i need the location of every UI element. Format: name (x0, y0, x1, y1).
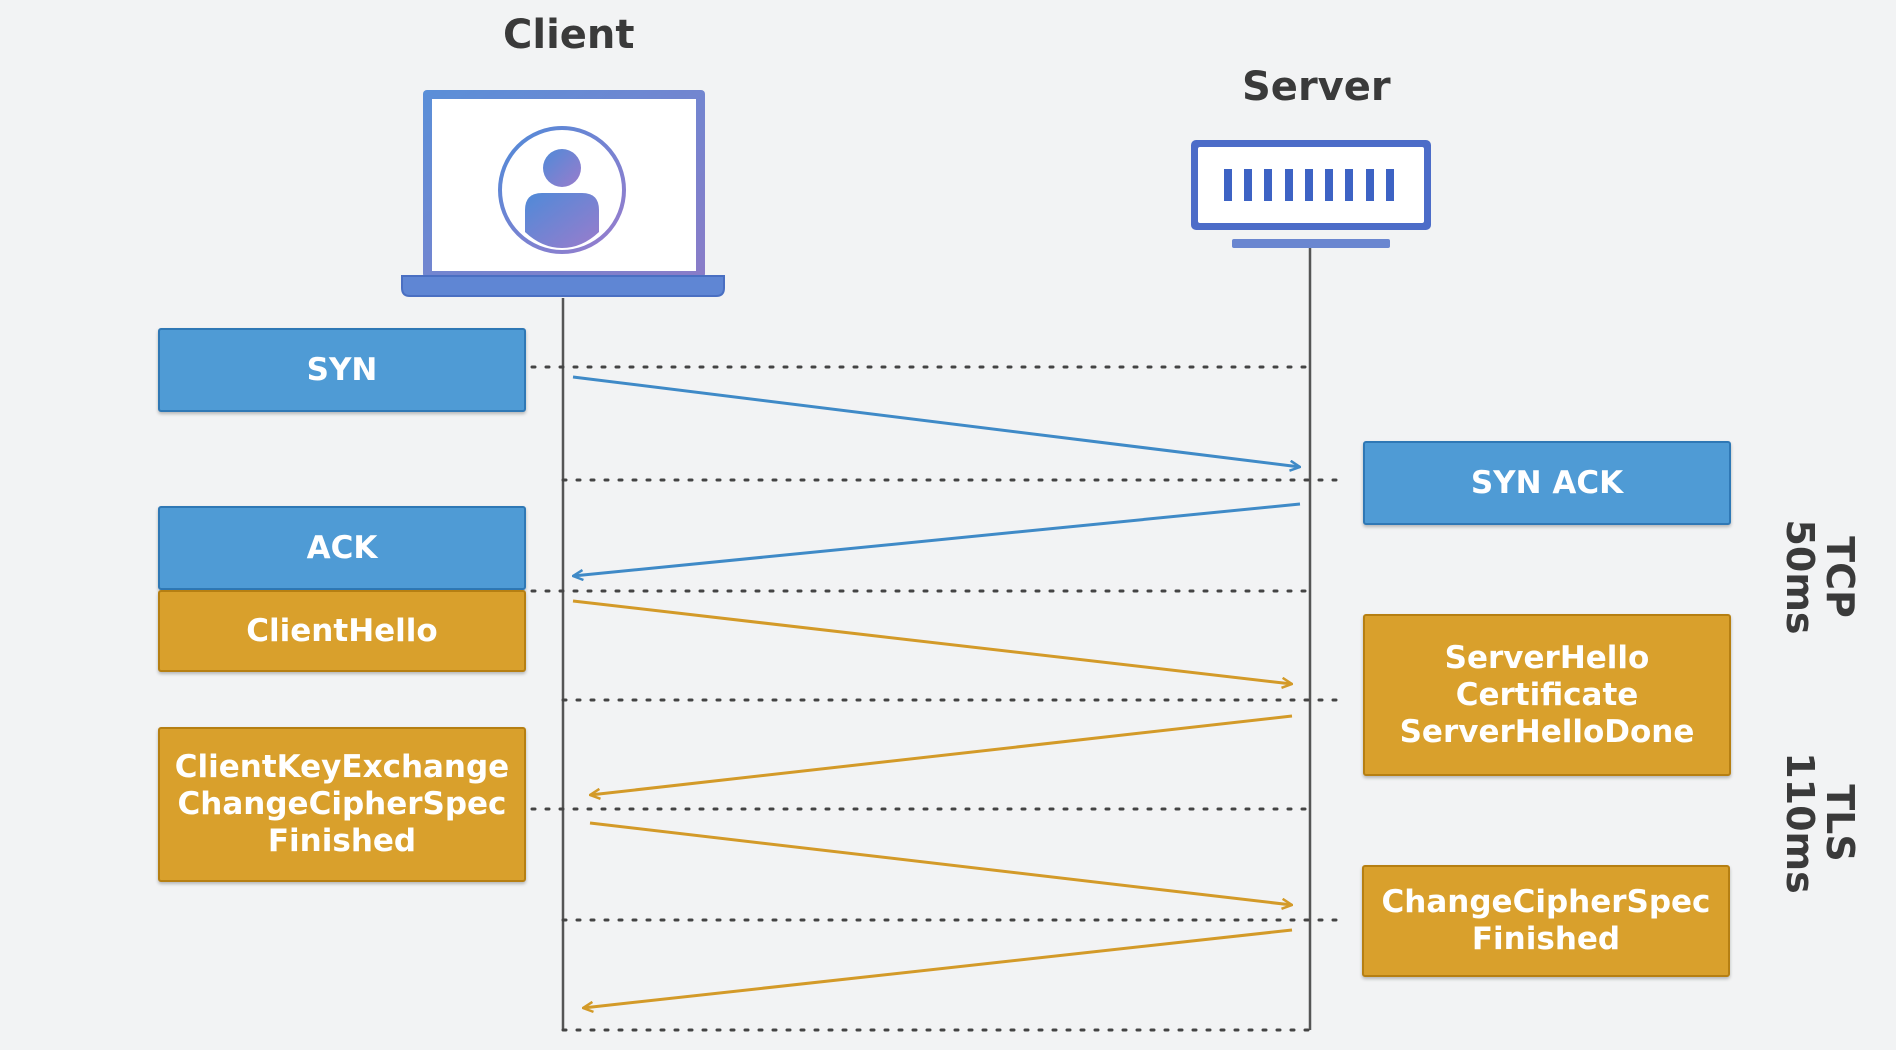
server-finished-label: ChangeCipherSpec Finished (1381, 884, 1711, 957)
client-key-exchange-label: ClientKeyExchange ChangeCipherSpec Finis… (174, 749, 510, 859)
ack-box: ACK (158, 506, 526, 590)
syn-arrow (572, 375, 1300, 467)
client-title: Client (503, 12, 635, 58)
server-finished-arrow (583, 928, 1293, 1008)
tcp-phase-label: TCP 50ms (1778, 519, 1862, 635)
server-hello-box: ServerHello Certificate ServerHelloDone (1363, 614, 1731, 776)
client-key-exchange-arrow (589, 821, 1292, 905)
server-finished-box: ChangeCipherSpec Finished (1362, 865, 1730, 977)
client-hello-label: ClientHello (246, 612, 438, 649)
server-hello-label: ServerHello Certificate ServerHelloDone (1399, 639, 1695, 750)
syn-ack-box: SYN ACK (1363, 441, 1731, 525)
tls-phase-label: TLS 110ms (1778, 752, 1862, 894)
syn-ack-label: SYN ACK (1470, 464, 1624, 501)
client-hello-arrow (572, 599, 1292, 684)
syn-label: SYN (306, 351, 378, 388)
server-slots (1224, 169, 1394, 201)
client-hello-box: ClientHello (158, 590, 526, 672)
server-hello-arrow (590, 714, 1293, 795)
syn-box: SYN (158, 328, 526, 412)
server-icon (1191, 140, 1431, 248)
syn-ack-arrow (573, 502, 1301, 576)
laptop-icon (401, 90, 725, 297)
ack-label: ACK (306, 529, 378, 566)
server-title: Server (1242, 64, 1391, 110)
timeline-dots (530, 365, 1342, 1032)
client-key-exchange-box: ClientKeyExchange ChangeCipherSpec Finis… (158, 727, 526, 882)
